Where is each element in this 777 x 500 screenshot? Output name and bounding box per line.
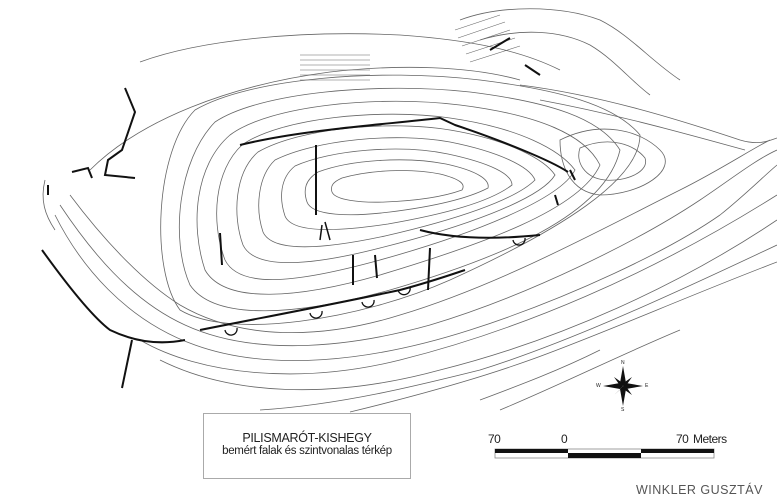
compass-n: N <box>621 360 625 366</box>
scale-left-label: 70 <box>488 432 501 446</box>
scale-bar <box>494 448 715 459</box>
contour-lines <box>42 8 777 413</box>
walls <box>41 37 576 389</box>
north-arrow-icon <box>603 366 643 406</box>
author-credit: WINKLER GUSZTÁV <box>636 483 763 497</box>
compass-s: S <box>621 407 625 413</box>
bastions <box>224 237 526 336</box>
map-title: PILISMARÓT-KISHEGY <box>242 431 372 445</box>
scale-right-label: 70 <box>676 432 689 446</box>
title-box: PILISMARÓT-KISHEGY bemért falak és szint… <box>203 413 411 479</box>
scale-center-label: 0 <box>561 432 568 446</box>
scale-unit-label: Meters <box>693 432 727 446</box>
map-subtitle: bemért falak és szintvonalas térkép <box>222 445 392 457</box>
compass-w: W <box>596 383 601 389</box>
compass-e: E <box>645 383 649 389</box>
